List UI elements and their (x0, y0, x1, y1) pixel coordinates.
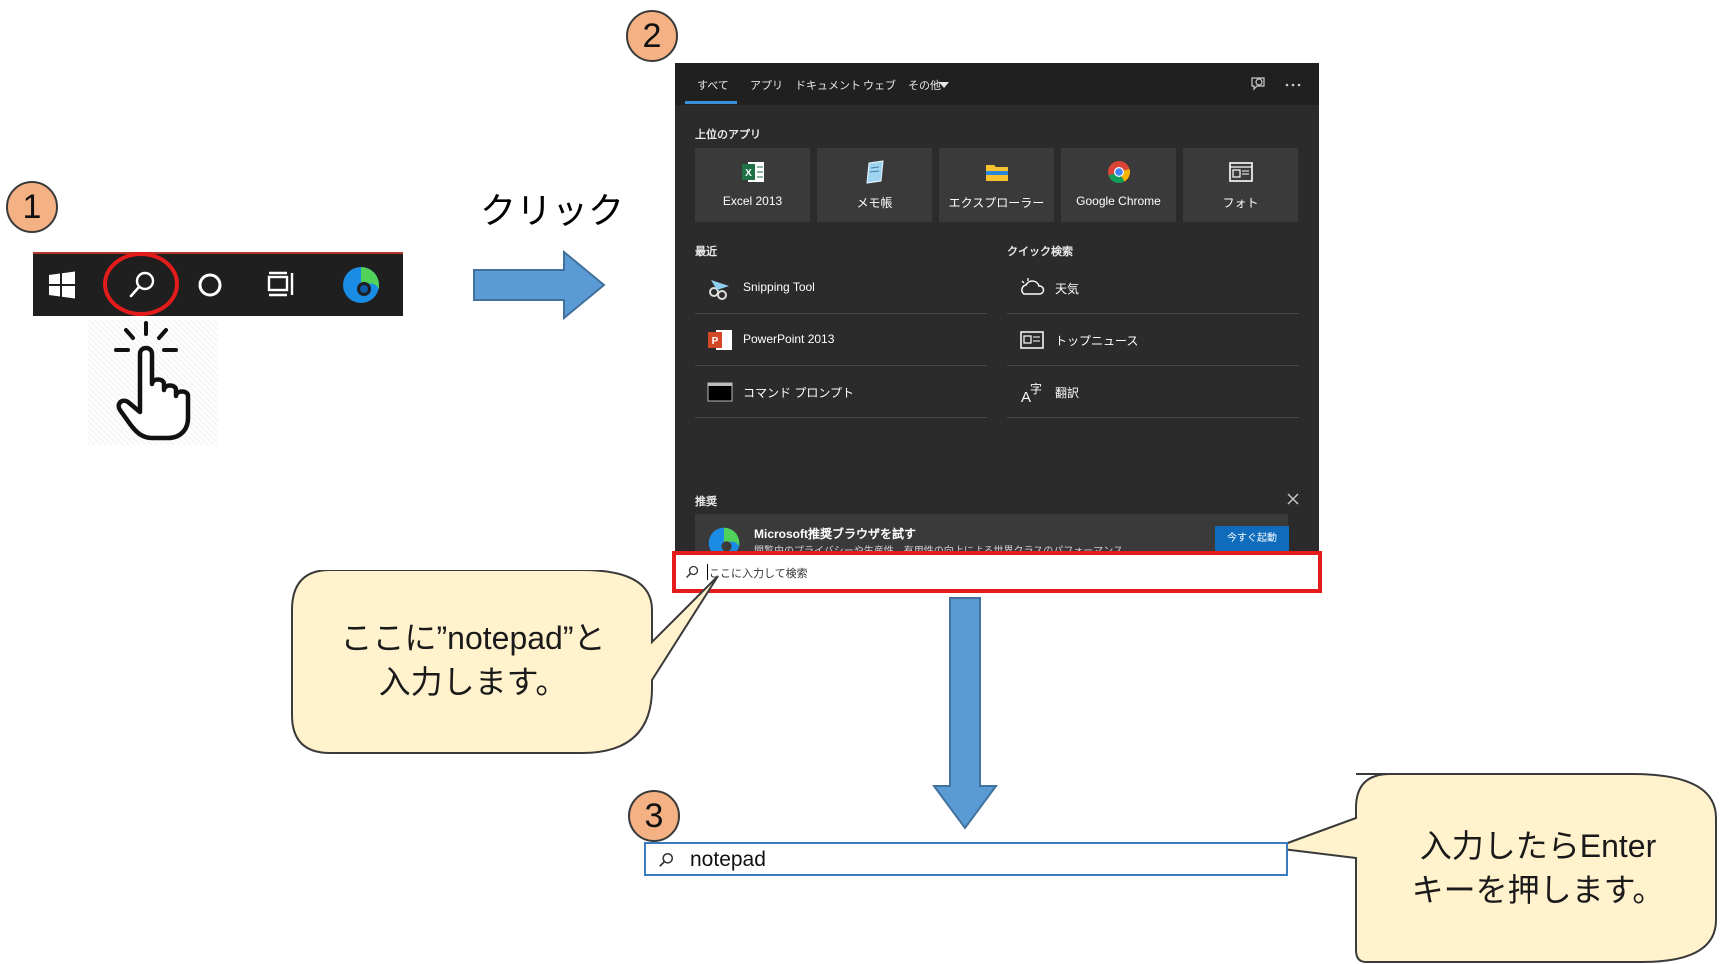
recent-item-snipping-tool[interactable]: Snipping Tool (695, 262, 987, 314)
recommended-heading: 推奨 (695, 496, 717, 508)
top-apps-heading: 上位のアプリ (695, 129, 761, 141)
weather-icon (1021, 278, 1045, 295)
tab-all[interactable]: すべて (697, 80, 729, 92)
app-tile-excel[interactable]: X Excel 2013 (695, 148, 810, 222)
excel-icon: X (742, 162, 764, 182)
quick-search-heading: クイック検索 (1007, 246, 1073, 258)
active-tab-indicator (685, 101, 737, 104)
app-tile-label: Google Chrome (1076, 194, 1161, 208)
task-view-button[interactable] (255, 254, 315, 316)
edge-browser-icon (343, 267, 379, 303)
powerpoint-icon: P (708, 330, 732, 350)
app-tile-label: エクスプローラー (948, 196, 1045, 210)
callout-line: 入力します。 (378, 664, 568, 700)
list-item-label: 天気 (1055, 282, 1080, 296)
recent-item-command-prompt[interactable]: コマンド プロンプト (695, 366, 987, 418)
list-item-label: 翻訳 (1055, 386, 1080, 400)
right-arrow (473, 250, 606, 320)
chrome-icon (1108, 161, 1130, 184)
click-label: クリック (480, 190, 625, 231)
translate-icon: A 字 (1021, 381, 1042, 404)
tab-documents[interactable]: ドキュメント (795, 80, 861, 92)
search-icon (659, 852, 674, 867)
taskbar (33, 252, 403, 316)
panel-search-box[interactable]: ここに入力して検索 (675, 553, 1319, 591)
list-item-label: Snipping Tool (743, 280, 815, 294)
svg-text:P: P (712, 336, 719, 347)
hand-pointer-backdrop (88, 320, 218, 445)
callout-line: ここに”notepad”と (340, 620, 606, 656)
windows-search-panel: すべて アプリ ドキュメント ウェブ その他 上位のアプリ X Excel 20… (675, 63, 1319, 591)
more-options-icon[interactable] (1285, 82, 1301, 88)
launch-now-button[interactable]: 今すぐ起動 (1215, 526, 1289, 552)
app-tile-label: メモ帳 (856, 196, 893, 210)
close-icon[interactable] (1287, 493, 1299, 505)
windows-logo-icon (49, 271, 75, 299)
step-1-badge: 1 (6, 181, 58, 233)
app-tile-label: フォト (1222, 196, 1259, 210)
highlight-circle (103, 252, 179, 316)
callout-text-right: 入力したらEnter キーを押します。 (1360, 824, 1716, 912)
list-item-label: トップニュース (1055, 334, 1139, 348)
app-tile-notepad[interactable]: メモ帳 (817, 148, 932, 222)
tab-more[interactable]: その他 (908, 80, 941, 92)
list-item-label: PowerPoint 2013 (743, 332, 835, 346)
list-item-label: コマンド プロンプト (743, 386, 854, 400)
search-input-value: notepad (690, 848, 766, 871)
quick-item-translate[interactable]: A 字 翻訳 (1007, 366, 1299, 418)
text-cursor (707, 564, 708, 580)
snipping-tool-icon (709, 280, 729, 300)
feedback-icon[interactable] (1250, 76, 1266, 92)
svg-text:A: A (1021, 389, 1031, 404)
app-tile-photos[interactable]: フォト (1183, 148, 1298, 222)
start-button[interactable] (47, 254, 107, 316)
callout-line: キーを押します。 (1411, 872, 1665, 908)
svg-text:字: 字 (1030, 381, 1042, 396)
app-tile-explorer[interactable]: エクスプローラー (939, 148, 1054, 222)
quick-item-weather[interactable]: 天気 (1007, 262, 1299, 314)
step-3-badge: 3 (628, 790, 680, 842)
cortana-circle-icon (198, 273, 222, 297)
edge-taskbar-button[interactable] (333, 254, 393, 316)
callout-text-left: ここに”notepad”と 入力します。 (300, 616, 646, 704)
search-tab-bar: すべて アプリ ドキュメント ウェブ その他 (675, 63, 1319, 105)
recommendation-title: Microsoft推奨ブラウザを試す (754, 527, 917, 541)
taskbar-search-input[interactable]: notepad (644, 842, 1288, 876)
search-icon (685, 565, 699, 579)
notepad-icon (866, 160, 884, 184)
down-arrow (932, 597, 998, 830)
app-tile-label: Excel 2013 (722, 194, 783, 208)
callout-line: 入力したらEnter (1419, 828, 1657, 864)
edge-browser-icon (708, 527, 740, 559)
search-box-highlight (672, 551, 1322, 593)
chevron-down-icon (939, 82, 949, 88)
tab-web[interactable]: ウェブ (863, 80, 896, 92)
recent-item-powerpoint[interactable]: P PowerPoint 2013 (695, 314, 987, 366)
app-tile-chrome[interactable]: Google Chrome (1061, 148, 1176, 222)
tab-apps[interactable]: アプリ (750, 80, 783, 92)
command-prompt-icon (707, 382, 733, 402)
cortana-button[interactable] (183, 254, 243, 316)
svg-text:X: X (745, 168, 752, 179)
callout-bubble-left (291, 570, 719, 754)
photos-icon (1229, 162, 1253, 182)
hand-pointer-icon (114, 321, 191, 441)
news-icon (1020, 331, 1044, 349)
folder-icon (986, 165, 1008, 181)
search-placeholder: ここに入力して検索 (709, 568, 808, 580)
recent-heading: 最近 (695, 246, 717, 258)
quick-item-top-news[interactable]: トップニュース (1007, 314, 1299, 366)
task-view-icon (267, 271, 294, 297)
step-2-badge: 2 (626, 10, 678, 62)
